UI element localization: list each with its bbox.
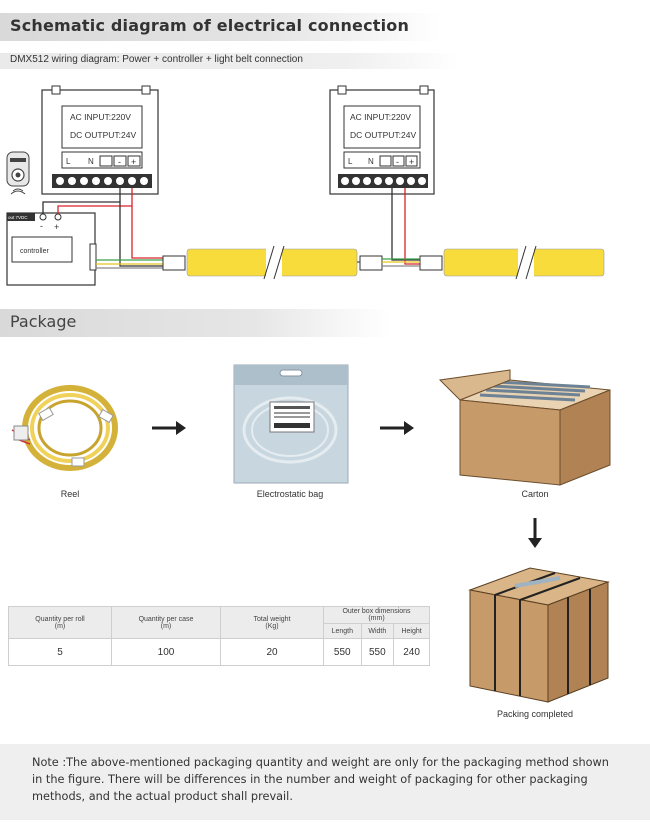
controller-label: controller (20, 248, 49, 255)
caption-reel: Reel (60, 489, 80, 499)
arrow-right-icon (176, 421, 186, 435)
section-header-wiring: Schematic diagram of electrical connecti… (0, 13, 440, 41)
caption-electrostatic-bag: Electrostatic bag (256, 489, 324, 499)
cell-qty-roll: 5 (8, 638, 112, 666)
controller-term-minus: - (40, 221, 43, 231)
cell-height: 240 (393, 638, 430, 666)
section-header-package: Package (0, 309, 390, 337)
carton-sealed-image (468, 567, 610, 703)
section-title-wiring: Schematic diagram of electrical connecti… (10, 16, 410, 35)
cell-weight: 20 (220, 638, 324, 666)
power-supply-1 (41, 85, 159, 195)
header-length: Length (323, 623, 362, 639)
caption-carton: Carton (521, 489, 549, 499)
cell-qty-case: 100 (111, 638, 221, 666)
connector-1 (162, 255, 186, 271)
wiring-diagram: AC INPUT:220V DC OUTPUT:24V L N - + AC I… (6, 85, 605, 286)
table-row: 5 100 20 550 550 240 (8, 638, 430, 666)
caption-packing-completed: Packing completed (496, 709, 574, 719)
section-title-package: Package (10, 312, 77, 331)
header-qty-case-unit: (m) (160, 622, 172, 630)
table-header-row: Quantity per roll (m) Quantity per case … (8, 606, 430, 639)
psu2-term-minus: - (396, 157, 399, 167)
wires (42, 188, 420, 269)
psu1-term-n: N (88, 157, 94, 166)
controller-box (6, 212, 97, 286)
psu1-term-plus: + (131, 157, 136, 167)
psu1-line1: AC INPUT:220V (70, 112, 131, 122)
psu1-term-l: L (66, 157, 71, 166)
packaging-spec-table: Quantity per roll (m) Quantity per case … (8, 606, 430, 666)
connector-3 (419, 255, 443, 271)
psu1-term-minus: - (118, 157, 121, 167)
arrow-down-icon (528, 538, 542, 548)
psu2-term-n: N (368, 157, 374, 166)
connector-2 (359, 255, 383, 271)
reel-image (11, 385, 118, 471)
note-box: Note :The above-mentioned packaging quan… (0, 744, 650, 820)
electrostatic-bag-image (233, 364, 349, 484)
header-width: Width (360, 623, 395, 639)
header-weight-unit: (Kg) (265, 622, 279, 630)
wiring-subtitle-bar: DMX512 wiring diagram: Power + controlle… (0, 53, 460, 69)
psu2-term-plus: + (409, 157, 414, 167)
package-illustrations (11, 364, 611, 703)
psu2-line2: DC OUTPUT:24V (350, 130, 416, 140)
header-qty-case-label: Quantity per case (138, 615, 194, 623)
psu2-line1: AC INPUT:220V (350, 112, 411, 122)
remote-control-icon (6, 151, 30, 195)
carton-open-image (438, 369, 611, 486)
power-supply-2 (329, 85, 435, 195)
psu1-line2: DC OUTPUT:24V (70, 130, 136, 140)
header-weight-label: Total weight (253, 615, 291, 623)
header-dims-unit: (mm) (368, 615, 385, 622)
led-strip-1 (186, 245, 358, 280)
controller-top-label: out 7VDC (8, 215, 28, 220)
led-strip-2 (443, 245, 605, 280)
psu2-term-l: L (348, 157, 353, 166)
header-qty-roll-label: Quantity per roll (35, 615, 85, 623)
controller-term-plus: + (54, 222, 59, 232)
header-weight: Total weight (Kg) (220, 606, 324, 639)
header-dims-label: Outer box dimensions (342, 608, 411, 615)
header-qty-roll-unit: (m) (54, 622, 66, 630)
header-qty-roll: Quantity per roll (m) (8, 606, 112, 639)
header-qty-case: Quantity per case (m) (111, 606, 221, 639)
note-text: Note :The above-mentioned packaging quan… (32, 756, 609, 803)
cell-length: 550 (323, 638, 362, 666)
header-dims: Outer box dimensions (mm) (323, 606, 430, 624)
cell-width: 550 (360, 638, 395, 666)
header-height: Height (393, 623, 430, 639)
wiring-subtitle: DMX512 wiring diagram: Power + controlle… (10, 54, 303, 65)
arrow-right-icon (404, 421, 414, 435)
table-subheader-row: Length Width Height (9, 623, 430, 639)
